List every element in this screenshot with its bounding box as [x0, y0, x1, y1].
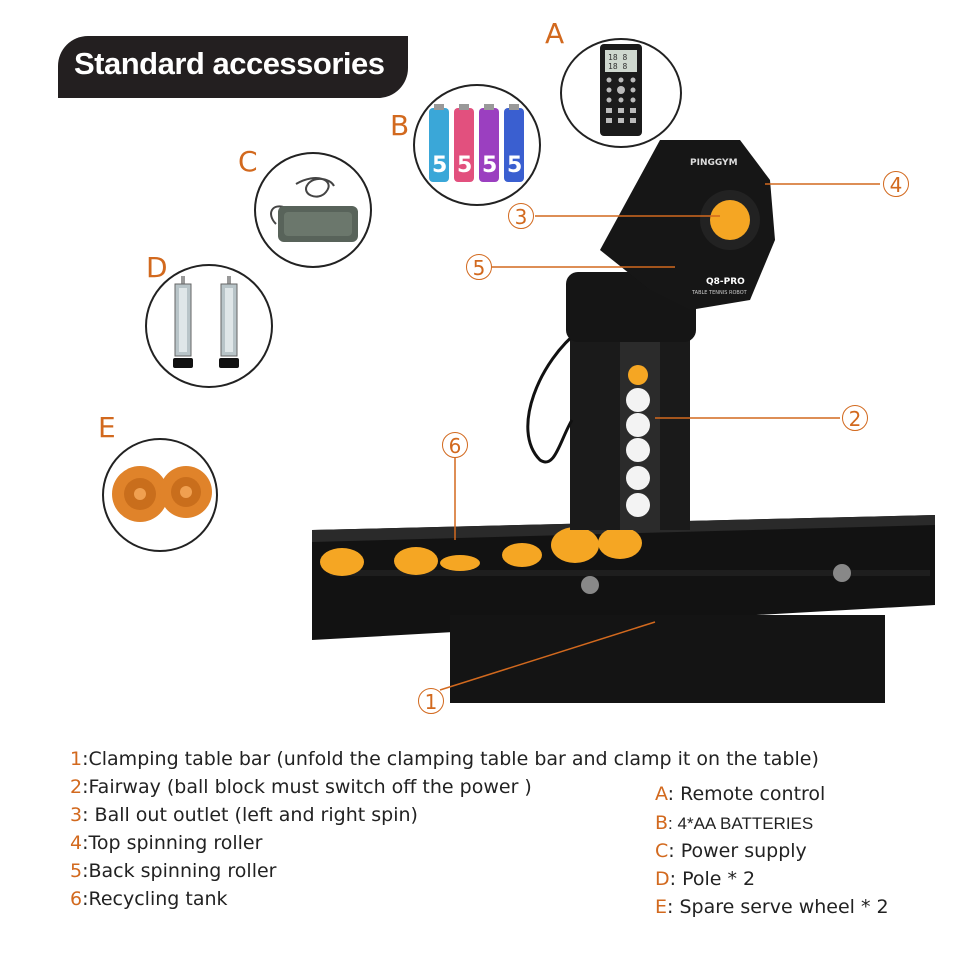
legend-item-3: 3: Ball out outlet (left and right spin) — [70, 804, 418, 826]
robot-model: Q8-PRO — [706, 277, 745, 287]
callout-2: 2 — [842, 405, 868, 431]
callout-6: 6 — [442, 432, 468, 458]
robot-subtitle: TABLE TENNIS ROBOT — [691, 290, 748, 296]
battery-label-2: 5 — [457, 153, 472, 178]
legend-item-d: D: Pole * 2 — [655, 868, 756, 890]
power-supply-icon — [254, 152, 372, 268]
callout-4: 4 — [883, 171, 909, 197]
battery-icon: 5 5 5 5 — [413, 84, 541, 206]
battery-label-1: 5 — [432, 153, 447, 178]
title-banner — [58, 36, 408, 98]
svg-text:18 8: 18 8 — [608, 62, 627, 71]
legend-item-e: E: Spare serve wheel * 2 — [655, 896, 889, 918]
pole-icon — [145, 264, 273, 388]
legend-item-2: 2:Fairway (ball block must switch off th… — [70, 776, 532, 798]
robot-brand: PINGGYM — [690, 158, 738, 168]
legend-item-5: 5:Back spinning roller — [70, 860, 277, 882]
callout-1: 1 — [418, 688, 444, 714]
legend-item-b: B: 4*AA BATTERIES — [655, 812, 814, 834]
legend-item-1: 1:Clamping table bar (unfold the clampin… — [70, 748, 819, 770]
accessory-letter-c: C — [238, 145, 258, 178]
legend-item-a: A: Remote control — [655, 783, 826, 805]
robot-illustration: PINGGYM Q8-PRO TABLE TENNIS ROBOT — [312, 140, 935, 703]
serve-wheel-icon — [102, 438, 218, 552]
battery-label-4: 5 — [507, 153, 522, 178]
legend-item-c: C: Power supply — [655, 840, 807, 862]
remote-control-icon: 18 8 18 8 — [560, 38, 682, 148]
callout-3: 3 — [508, 203, 534, 229]
battery-label-3: 5 — [482, 153, 497, 178]
svg-text:18 8: 18 8 — [608, 53, 627, 62]
accessory-letter-a: A — [545, 17, 565, 50]
accessory-letter-d: D — [146, 251, 168, 284]
page-title: Standard accessories — [74, 46, 385, 81]
legend-item-6: 6:Recycling tank — [70, 888, 228, 910]
accessory-letter-e: E — [98, 411, 116, 444]
callout-5: 5 — [466, 254, 492, 280]
legend-item-4: 4:Top spinning roller — [70, 832, 263, 854]
accessory-letter-b: B — [390, 109, 410, 142]
